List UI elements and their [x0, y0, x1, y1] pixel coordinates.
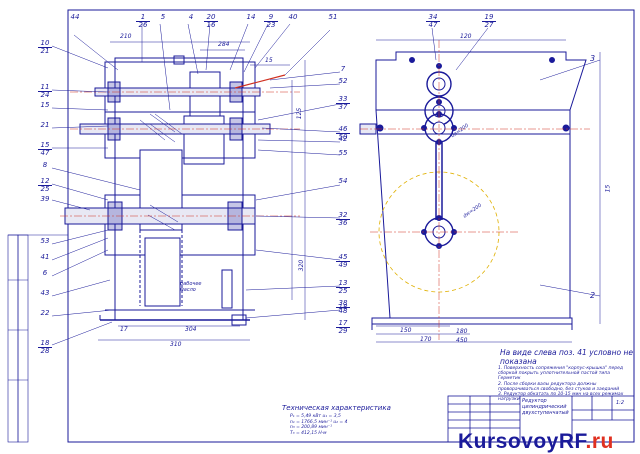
position-balloon: 41 — [40, 253, 50, 261]
position-balloon: 4 — [188, 13, 194, 21]
position-balloon: 54 — [338, 177, 348, 185]
dim-front-5: 15 — [265, 57, 273, 64]
side-part-3: 3 — [590, 54, 596, 63]
dim-front-8: 125 — [296, 107, 304, 120]
position-balloon: 7 — [340, 65, 346, 73]
dim-front-4: 310 — [170, 341, 182, 348]
note-3: 3. Редуктор обкатать по 10-15 мин на все… — [498, 392, 624, 403]
position-balloon: 22 — [40, 309, 50, 317]
side-view — [359, 27, 601, 343]
dim-front-6: 17 — [120, 326, 128, 333]
kursovoyrf-logo: KursovoyRF.ru — [458, 430, 614, 454]
position-balloon: 53 — [40, 237, 50, 245]
tech-line-3: n₃ = 200,89 мин⁻¹ — [290, 425, 332, 430]
position-balloon: 8 — [42, 161, 48, 169]
view-note: На виде слева поз. 41 условно не показан… — [500, 348, 633, 366]
dim-front-7: 320 — [298, 259, 306, 272]
dim-front-3: 304 — [185, 326, 197, 333]
position-balloon: 6 — [42, 269, 48, 277]
note-2: 2. После сборки валы редуктора должны пр… — [498, 381, 620, 392]
dim-side-4: 180 — [456, 328, 468, 335]
dim-side-3: 170 — [420, 336, 432, 343]
tech-line-2: n₁ = 1766,5 мин⁻¹ u₂ = 4 — [290, 419, 348, 425]
logo-main: KursovoyRF — [458, 430, 586, 453]
tech-lines: P₁ = 5,49 кВт u₁ = 3,5 n₁ = 1766,5 мин⁻¹… — [290, 414, 348, 436]
oil-note: рабочее масло — [180, 281, 202, 293]
dim-front-1: 210 — [120, 33, 132, 40]
front-view — [51, 23, 341, 346]
position-balloon: 44 — [70, 13, 80, 21]
title-block — [447, 395, 635, 443]
position-balloon: 5 — [160, 13, 166, 21]
dim-side-6: 15 — [604, 184, 612, 193]
sheet-frame — [67, 9, 635, 443]
position-balloon: 39 — [40, 195, 50, 203]
tech-line-1: P₁ = 5,49 кВт u₁ = 3,5 — [290, 414, 341, 419]
note-1: 1. Поверхность сопряжения "корпус-крышка… — [498, 366, 624, 382]
title-block-scale: 1:2 — [616, 400, 625, 406]
dim-front-2: 284 — [218, 41, 230, 48]
position-balloon: 15 — [40, 101, 50, 109]
dim-side-5: 450 — [456, 337, 468, 344]
position-balloon: 55 — [338, 149, 348, 157]
title-block-name: Редуктор цилиндрический двухступенчатый — [522, 398, 569, 416]
position-balloon: 40 — [288, 13, 298, 21]
position-balloon: 43 — [40, 289, 50, 297]
position-balloon: 51 — [328, 13, 338, 21]
position-balloon: 14 — [246, 13, 256, 21]
side-stamp — [7, 234, 19, 443]
tech-title: Техническая характеристика — [282, 404, 391, 412]
tech-line-4: T₃ = 412,15 Н·м — [290, 430, 327, 436]
side-part-2: 2 — [590, 291, 596, 300]
logo-tld: .ru — [585, 430, 614, 453]
position-balloon: 42 — [338, 135, 348, 143]
dim-side-2: 150 — [400, 327, 412, 334]
position-balloon: 52 — [338, 77, 348, 85]
dim-side-1: 120 — [460, 33, 472, 40]
notes-block: 1. Поверхность сопряжения "корпус-крышка… — [498, 366, 634, 402]
position-balloon: 21 — [40, 121, 50, 129]
